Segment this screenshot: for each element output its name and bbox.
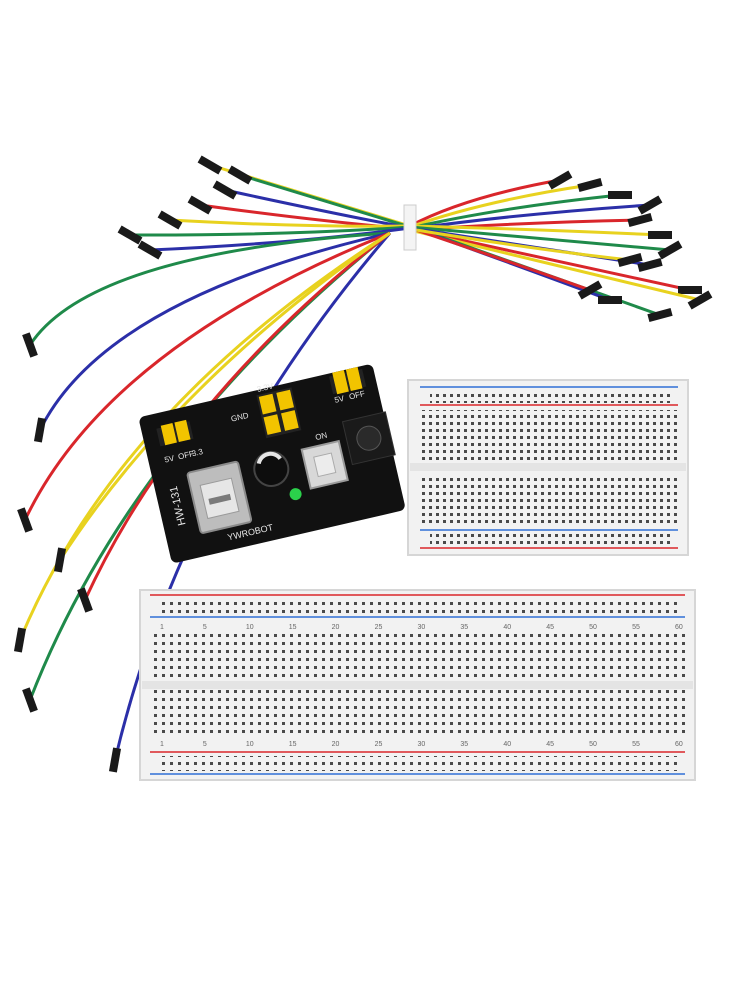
jumper-wire-bundle xyxy=(13,155,713,773)
wire-connector xyxy=(108,747,122,773)
power-switch-button[interactable] xyxy=(300,439,349,490)
column-number: 50 xyxy=(589,741,597,748)
wire-connector xyxy=(598,296,622,304)
jumper-header-middle[interactable] xyxy=(256,387,302,439)
green-led-icon xyxy=(289,488,302,501)
column-number: 35 xyxy=(460,741,468,748)
column-number: 25 xyxy=(375,624,383,631)
wire-connector xyxy=(647,308,673,322)
wire-connector xyxy=(17,507,33,533)
power-supply-module: 5V OFF 3.3 3.3V 5V OFF GND ON YWROBOT HW… xyxy=(139,364,405,563)
wire-connector xyxy=(608,191,632,199)
silk-off-right: OFF xyxy=(348,389,366,401)
cable-tie xyxy=(403,204,417,251)
jumper-wire xyxy=(224,188,411,230)
column-number: 20 xyxy=(332,741,340,748)
wire-connector xyxy=(577,178,603,192)
half-breadboard xyxy=(407,379,689,556)
jumper-wire xyxy=(409,224,661,237)
column-number: 45 xyxy=(546,624,554,631)
jumper-wire xyxy=(409,183,591,229)
column-number: 20 xyxy=(332,624,340,631)
jumper-header-left[interactable] xyxy=(156,419,194,447)
wire-connector xyxy=(22,687,38,713)
column-number: 45 xyxy=(546,741,554,748)
column-number: 1 xyxy=(160,741,164,748)
jumper-wire xyxy=(169,218,411,228)
column-number: 55 xyxy=(632,624,640,631)
wire-connector xyxy=(22,332,38,358)
wire-connector xyxy=(547,170,573,190)
column-number: 50 xyxy=(589,624,597,631)
jumper-wire xyxy=(23,231,391,521)
wire-connector xyxy=(197,155,223,175)
jumper-wire xyxy=(58,231,391,561)
column-number: 10 xyxy=(246,741,254,748)
column-number: 60 xyxy=(675,624,683,631)
wire-connector xyxy=(627,213,653,227)
wire-connector xyxy=(648,231,672,239)
wire-connector xyxy=(117,225,143,245)
silk-on: ON xyxy=(314,431,328,443)
column-number: 25 xyxy=(375,741,383,748)
jumper-wire xyxy=(409,227,631,262)
dc-barrel-jack-icon xyxy=(341,411,396,466)
wire-connector xyxy=(617,253,643,267)
column-number: 30 xyxy=(418,624,426,631)
wire-connector xyxy=(227,165,253,185)
wire-connector xyxy=(637,195,663,215)
jumper-wire xyxy=(129,225,411,237)
wire-connector xyxy=(657,240,683,260)
jumper-wire xyxy=(409,227,691,292)
jumper-wire xyxy=(149,226,411,252)
column-number: 5 xyxy=(203,741,207,748)
wire-connector xyxy=(137,240,163,260)
silk-gnd: GND xyxy=(230,411,250,424)
wire-connector xyxy=(77,587,93,613)
jumper-wire xyxy=(409,193,621,230)
column-number: 15 xyxy=(289,741,297,748)
jumper-header-right[interactable] xyxy=(328,366,367,395)
column-number: 10 xyxy=(246,624,254,631)
column-number: 1 xyxy=(160,624,164,631)
silk-3v3-left: 3.3 xyxy=(191,447,204,458)
wire-connector xyxy=(13,627,27,653)
silk-5v-right: 5V xyxy=(334,394,346,405)
usb-port-icon xyxy=(186,460,253,534)
wire-connector xyxy=(157,210,183,230)
jumper-wire xyxy=(38,231,391,431)
wire-connector xyxy=(53,547,67,573)
capacitor-icon xyxy=(253,450,290,487)
wire-connector xyxy=(212,180,238,200)
column-number: 35 xyxy=(460,624,468,631)
jumper-wire xyxy=(239,173,411,229)
column-number: 30 xyxy=(418,741,426,748)
wire-connector xyxy=(678,286,702,294)
column-number: 15 xyxy=(289,624,297,631)
silk-off-left: OFF xyxy=(177,449,195,461)
silk-3v3-mid: 3.3V xyxy=(256,381,275,394)
jumper-wire xyxy=(409,225,671,252)
column-number: 5 xyxy=(203,624,207,631)
jumper-wire xyxy=(409,226,591,292)
jumper-wire xyxy=(409,178,561,228)
jumper-wire xyxy=(28,231,391,346)
wire-connector xyxy=(577,280,603,300)
column-number: 40 xyxy=(503,624,511,631)
wire-connector xyxy=(187,195,213,215)
wire-connector xyxy=(687,290,713,310)
wire-connector xyxy=(637,258,663,272)
column-number: 60 xyxy=(675,741,683,748)
column-number: 55 xyxy=(632,741,640,748)
silk-5v-left: 5V xyxy=(164,453,176,464)
wire-connector xyxy=(33,417,47,443)
column-number: 40 xyxy=(503,741,511,748)
